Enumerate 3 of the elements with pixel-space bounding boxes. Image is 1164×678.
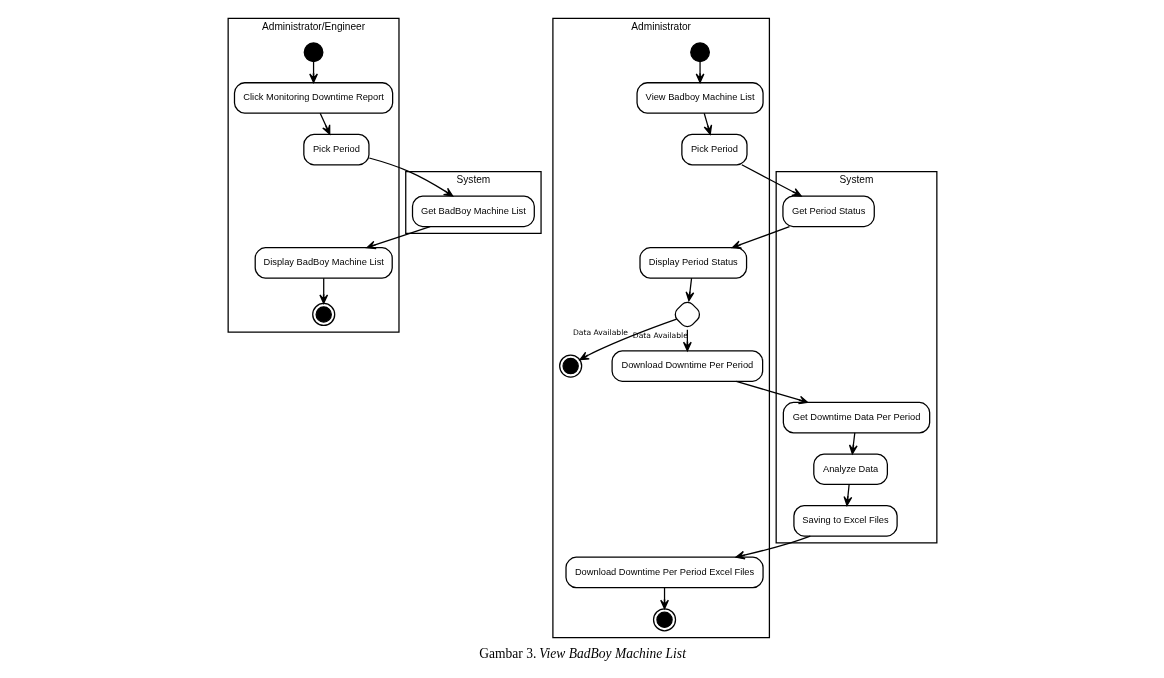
edge-label: Data Available	[572, 328, 628, 338]
edge-label: Data Available	[632, 330, 688, 340]
caption: Gambar 3. View BadBoy Machine List	[478, 645, 686, 661]
